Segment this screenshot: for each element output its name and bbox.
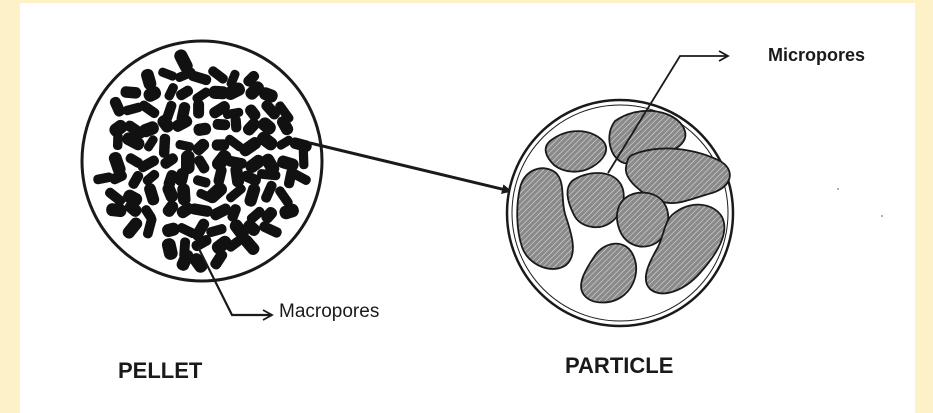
pellet bbox=[82, 41, 322, 281]
macropores-label: Macropores bbox=[279, 301, 379, 323]
pellet-grain bbox=[212, 118, 230, 130]
grain bbox=[568, 173, 624, 227]
pellet-grain bbox=[159, 134, 171, 159]
diagram-frame: Micropores Macropores PELLET PARTICLE bbox=[20, 3, 915, 413]
pellet-grain bbox=[299, 147, 309, 170]
pellet-grain bbox=[193, 100, 204, 119]
pellet-label: PELLET bbox=[118, 358, 202, 384]
micropores-label: Micropores bbox=[768, 45, 865, 66]
pellet-to-particle-arrow bbox=[310, 143, 510, 191]
pellet-grain bbox=[230, 115, 241, 133]
pellet-grain bbox=[120, 86, 142, 99]
particle-label: PARTICLE bbox=[565, 353, 673, 379]
particle bbox=[507, 100, 733, 326]
pellet-grain bbox=[113, 132, 123, 150]
pellet-grain bbox=[177, 183, 191, 206]
